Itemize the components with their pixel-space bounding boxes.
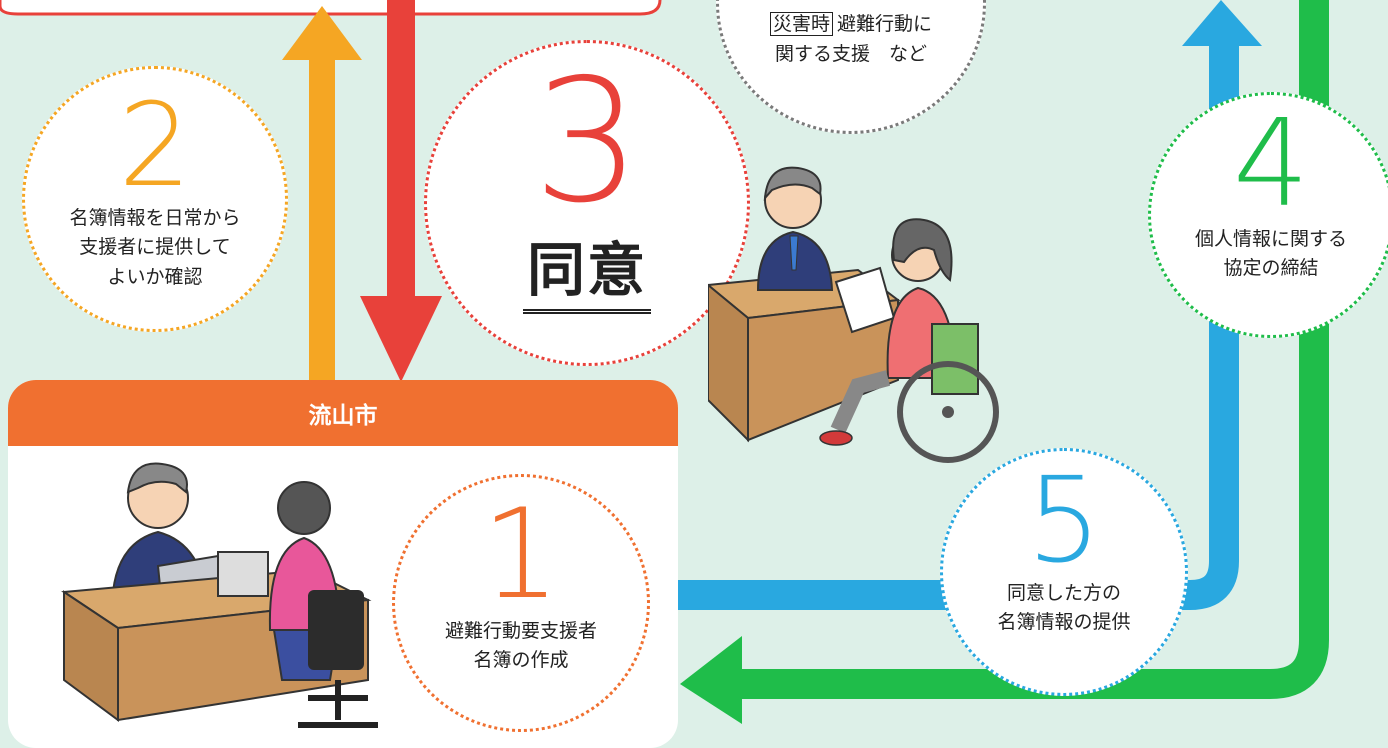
woman-hair (892, 218, 953, 282)
office-illustration (61, 462, 378, 728)
man-tie (789, 235, 799, 271)
step-4-line2: 協定の締結 (1223, 257, 1319, 280)
step-4-line1: 個人情報に関する (1194, 228, 1347, 250)
step-3-label: 同意 (522, 223, 651, 314)
step-1-number: 1 (481, 483, 561, 627)
wheelchair-wheel (897, 361, 999, 463)
support-line1: 避難行動に (837, 13, 933, 36)
green-arrow-path (734, 0, 1329, 699)
step-5-line2: 名簿情報の提供 (997, 611, 1131, 634)
step-2-line3: よいか確認 (107, 265, 203, 288)
step-1-line2: 名簿の作成 (473, 649, 569, 672)
step-5-number: 5 (1026, 451, 1102, 589)
step-3-circle: 3 同意 (424, 40, 750, 366)
office-chair-back (308, 590, 364, 670)
red-arrow-shaft (387, 0, 415, 300)
office-chair-base (298, 680, 378, 728)
consultation-illustration (708, 166, 999, 463)
man-hair (763, 166, 822, 201)
top-box-border (0, 0, 662, 16)
step-3-number: 3 (532, 43, 642, 241)
step-2-number: 2 (118, 79, 192, 213)
step-5-circle: 5 同意した方の 名簿情報の提供 (940, 448, 1188, 696)
step-5-line1: 同意した方の (1006, 582, 1121, 604)
desktop-monitor (217, 551, 269, 597)
woman-shoe (819, 430, 853, 446)
blue-arrow-path (678, 42, 1239, 610)
disaster-tag: 災害時 (769, 12, 833, 37)
red-arrow-head (360, 296, 442, 382)
clerk-woman-head (277, 481, 331, 535)
green-arrow-head (680, 636, 742, 724)
step-1-circle: 1 避難行動要支援者 名簿の作成 (392, 474, 650, 732)
wheelchair-hub (942, 406, 954, 418)
step-2-circle: 2 名簿情報を日常から 支援者に提供して よいか確認 (22, 66, 288, 332)
step-4-circle: 4 個人情報に関する 協定の締結 (1148, 92, 1388, 338)
blue-arrow-head (1182, 0, 1262, 46)
step-1-line1: 避難行動要支援者 (444, 620, 597, 642)
step-2-line2: 支援者に提供して (79, 236, 231, 259)
wheelchair-back (931, 323, 979, 395)
orange-arrow-shaft (309, 50, 335, 390)
step-4-number: 4 (1232, 95, 1310, 234)
woman-legs (830, 370, 891, 434)
step-2-line1: 名簿情報を日常から (69, 207, 241, 229)
orange-arrow-head (282, 6, 362, 60)
city-header: 流山市 (8, 380, 678, 446)
support-line2: 関する支援 など (774, 42, 927, 65)
clerk-man-hair (126, 462, 188, 494)
